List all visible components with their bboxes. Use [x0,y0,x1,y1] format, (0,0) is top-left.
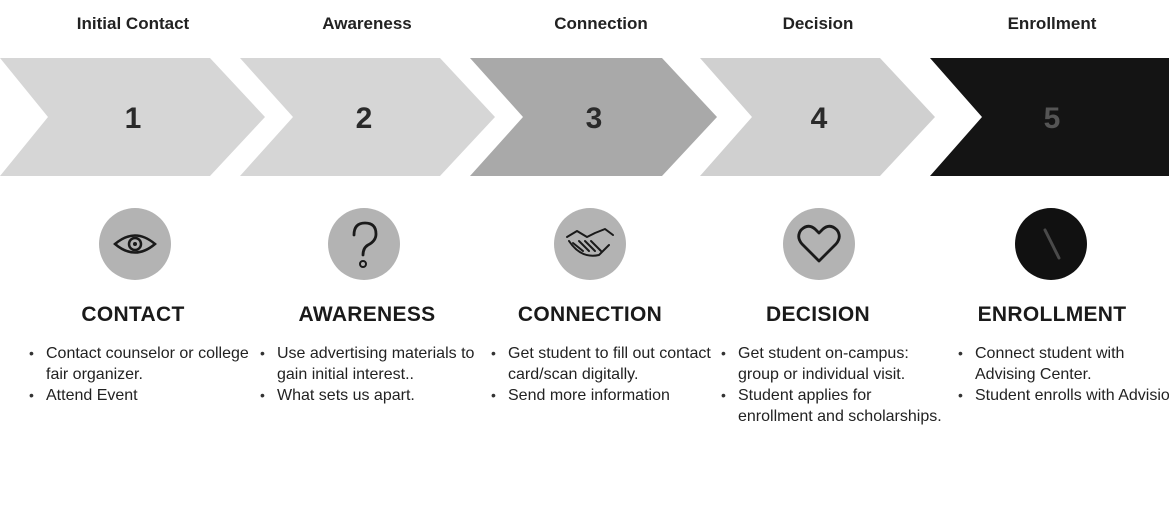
chevron-step-5 [930,58,1169,176]
list-item: Student enrolls with Advisior. [958,385,1169,406]
bullet-list-connection: Get student to fill out contact card/sca… [488,343,713,406]
bullet-list-awareness: Use advertising materials to gain initia… [257,343,482,406]
step-number-3: 3 [586,102,603,135]
chevron-step-4 [700,58,935,176]
chevron-step-1 [0,58,265,176]
list-item: Attend Event [29,385,251,406]
stage-header-connection: Connection [554,14,648,33]
stage-title-contact: CONTACT [81,303,185,326]
stage-header-enrollment: Enrollment [1007,14,1097,33]
list-item: What sets us apart. [260,385,482,406]
bullet-list-decision: Get student on-campus: group or individu… [718,343,943,427]
handshake-icon [554,208,626,280]
list-item: Get student on-campus: group or individu… [721,343,943,385]
step-number-2: 2 [356,102,373,135]
pen-icon [1015,208,1087,280]
step-number-5: 5 [1044,102,1061,135]
question-mark-icon [328,208,400,280]
list-item: Get student to fill out contact card/sca… [491,343,713,385]
list-item: Student applies for enrollment and schol… [721,385,943,427]
list-item: Contact counselor or college fair organi… [29,343,251,385]
list-item: Use advertising materials to gain initia… [260,343,482,385]
chevron-process-band: 1 2 3 4 5 [0,58,1169,176]
chevron-step-3 [470,58,717,176]
bullet-list-contact: Contact counselor or college fair organi… [26,343,251,406]
heart-icon [783,208,855,280]
stage-title-awareness: AWARENESS [298,303,436,326]
step-number-1: 1 [125,102,142,135]
list-item: Send more information [491,385,713,406]
stage-header-decision: Decision [782,14,854,33]
bullet-list-enrollment: Connect student with Advising Center. St… [955,343,1169,406]
stage-header-awareness: Awareness [322,14,412,33]
eye-icon [99,208,171,280]
stage-title-decision: DECISION [766,303,870,326]
stage-title-connection: CONNECTION [517,303,663,326]
list-item: Connect student with Advising Center. [958,343,1169,385]
chevron-step-2 [240,58,495,176]
stage-header-initial-contact: Initial Contact [76,14,190,33]
step-number-4: 4 [811,102,828,135]
stage-title-enrollment: ENROLLMENT [977,303,1127,326]
